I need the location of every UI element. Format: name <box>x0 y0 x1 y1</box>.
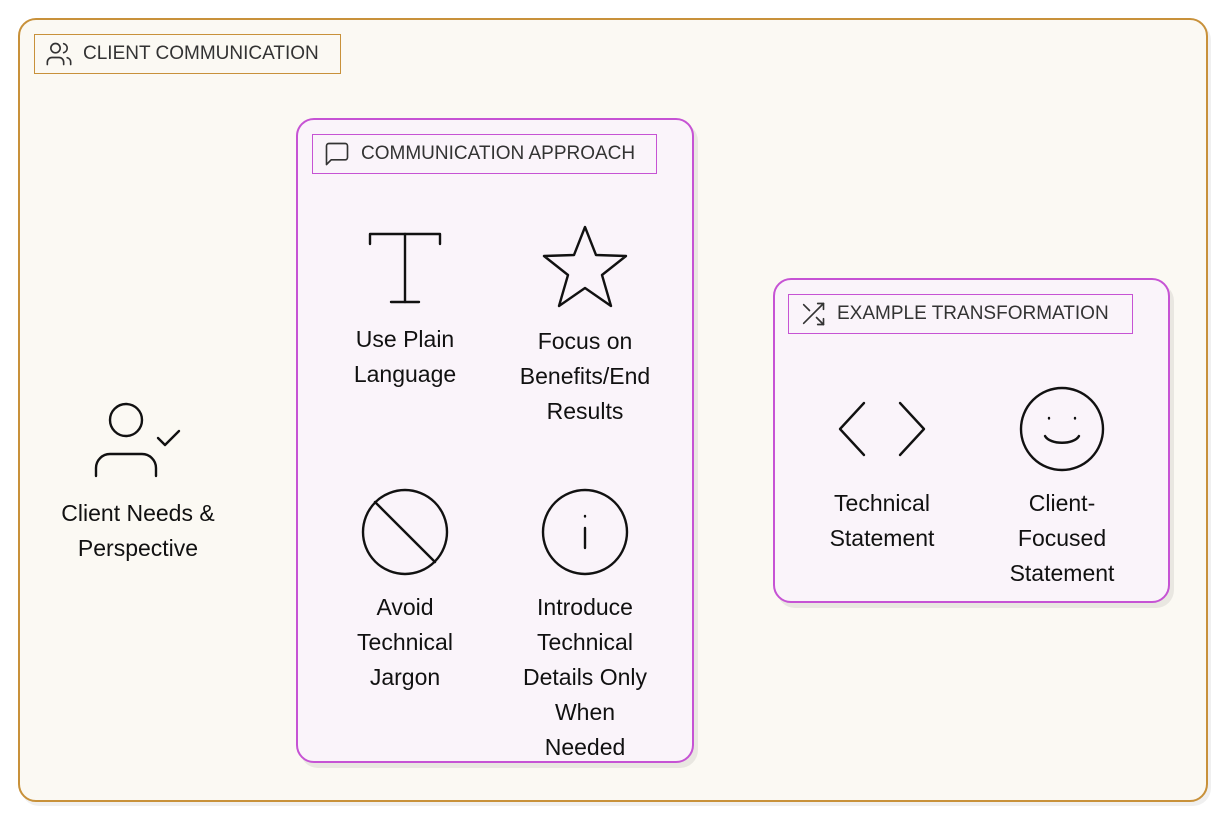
example-transformation-header: EXAMPLE TRANSFORMATION <box>788 294 1133 334</box>
client-communication-header: CLIENT COMMUNICATION <box>34 34 341 74</box>
communication-approach-group <box>296 118 694 763</box>
info-icon <box>541 488 629 576</box>
technical-statement-node: Technical Statement <box>802 386 962 556</box>
star-icon <box>542 225 628 308</box>
smile-icon <box>1019 386 1105 472</box>
message-square-icon <box>325 142 349 166</box>
client-communication-title: CLIENT COMMUNICATION <box>83 43 319 64</box>
client-needs-node: Client Needs & Perspective <box>48 400 228 566</box>
example-transformation-title: EXAMPLE TRANSFORMATION <box>837 303 1109 324</box>
client-focused-node: Client-Focused Statement <box>982 386 1142 591</box>
avoid-jargon-label: Avoid Technical Jargon <box>357 594 453 690</box>
users-icon <box>46 42 72 66</box>
code-icon <box>838 401 926 457</box>
technical-statement-label: Technical Statement <box>829 490 935 551</box>
plain-language-node: Use Plain Language <box>325 228 485 392</box>
client-focused-label: Client-Focused Statement <box>1009 490 1115 586</box>
type-icon <box>368 232 442 304</box>
focus-benefits-node: Focus on Benefits/End Results <box>505 224 665 429</box>
technical-details-node: Introduce Technical Details Only When Ne… <box>505 488 665 765</box>
ban-icon <box>361 488 449 576</box>
plain-language-label: Use Plain Language <box>353 326 457 387</box>
focus-benefits-label: Focus on Benefits/End Results <box>519 328 651 424</box>
communication-approach-title: COMMUNICATION APPROACH <box>361 143 636 164</box>
communication-approach-header: COMMUNICATION APPROACH <box>312 134 657 174</box>
user-check-icon <box>94 402 181 478</box>
shuffle-icon <box>802 302 825 326</box>
technical-details-label: Introduce Technical Details Only When Ne… <box>523 594 647 760</box>
client-needs-label: Client Needs & Perspective <box>61 500 215 561</box>
avoid-jargon-node: Avoid Technical Jargon <box>325 488 485 695</box>
